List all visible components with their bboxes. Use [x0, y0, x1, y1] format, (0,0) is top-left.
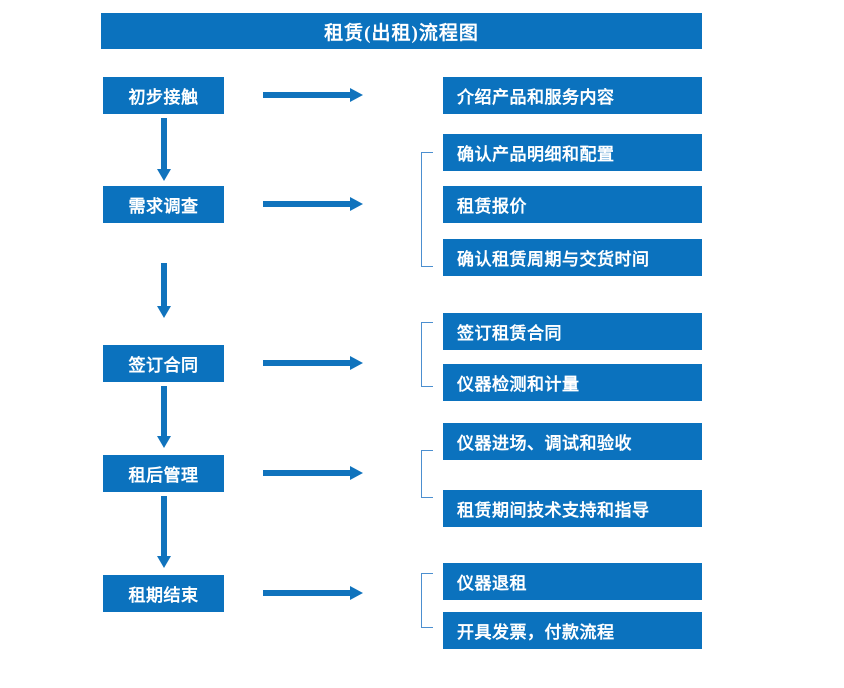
- group-bracket-contract: [421, 322, 433, 387]
- arrow-head: [350, 356, 363, 370]
- detail-box-9[interactable]: 仪器退租: [443, 563, 702, 600]
- detail-box-2[interactable]: 确认产品明细和配置: [443, 134, 702, 171]
- arrow-head: [350, 88, 363, 102]
- detail-box-7[interactable]: 仪器进场、调试和验收: [443, 423, 702, 460]
- detail-box-5[interactable]: 签订租赁合同: [443, 313, 702, 350]
- detail-box-8[interactable]: 租赁期间技术支持和指导: [443, 490, 702, 527]
- arrow-head: [350, 197, 363, 211]
- arrow-shaft: [263, 92, 351, 98]
- arrow-shaft: [263, 201, 351, 207]
- vertical-arrow-2: [157, 263, 171, 318]
- stage-box-4[interactable]: 租后管理: [103, 455, 224, 492]
- horizontal-arrow-2: [263, 196, 363, 212]
- arrow-shaft: [263, 360, 351, 366]
- horizontal-arrow-5: [263, 585, 363, 601]
- arrow-head: [350, 466, 363, 480]
- arrow-head: [157, 556, 171, 568]
- stage-box-3[interactable]: 签订合同: [103, 345, 224, 382]
- detail-box-3[interactable]: 租赁报价: [443, 186, 702, 223]
- vertical-arrow-4: [157, 496, 171, 568]
- arrow-shaft: [161, 263, 167, 307]
- arrow-shaft: [161, 118, 167, 170]
- arrow-shaft: [161, 496, 167, 557]
- arrow-head: [157, 436, 171, 448]
- arrow-shaft: [161, 386, 167, 437]
- vertical-arrow-3: [157, 386, 171, 448]
- arrow-shaft: [263, 470, 351, 476]
- horizontal-arrow-3: [263, 355, 363, 371]
- detail-box-4[interactable]: 确认租赁周期与交货时间: [443, 239, 702, 276]
- arrow-head: [157, 306, 171, 318]
- detail-box-6[interactable]: 仪器检测和计量: [443, 364, 702, 401]
- horizontal-arrow-1: [263, 87, 363, 103]
- arrow-head: [157, 169, 171, 181]
- detail-box-1[interactable]: 介绍产品和服务内容: [443, 77, 702, 114]
- group-bracket-management: [421, 450, 433, 498]
- group-bracket-demand: [421, 152, 433, 267]
- stage-box-1[interactable]: 初步接触: [103, 77, 224, 114]
- vertical-arrow-1: [157, 118, 171, 181]
- arrow-shaft: [263, 590, 351, 596]
- group-bracket-termination: [421, 573, 433, 628]
- stage-box-2[interactable]: 需求调查: [103, 186, 224, 223]
- stage-box-5[interactable]: 租期结束: [103, 575, 224, 612]
- horizontal-arrow-4: [263, 465, 363, 481]
- detail-box-10[interactable]: 开具发票，付款流程: [443, 612, 702, 649]
- page-title: 租赁(出租)流程图: [101, 13, 702, 49]
- arrow-head: [350, 586, 363, 600]
